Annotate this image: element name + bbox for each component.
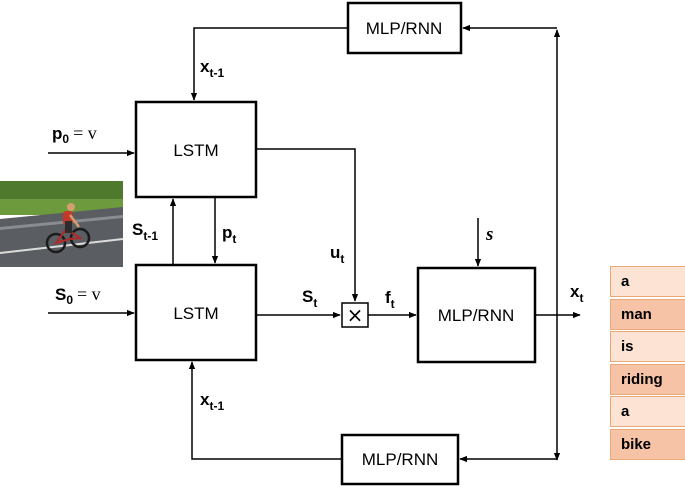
edge-top-mlp-to-lstm — [190, 27, 348, 101]
p0-label: p0= v — [52, 123, 97, 146]
caption-word: riding — [610, 363, 685, 395]
x-t-minus-1-bottom-label: xt-1 — [200, 390, 224, 413]
multiply-symbol: × — [347, 303, 364, 327]
top-mlp-label: MLP/RNN — [366, 19, 443, 38]
lstm-top-label: LSTM — [173, 141, 218, 160]
s-t-label: St — [302, 287, 317, 310]
u-t-label: ut — [330, 243, 344, 266]
caption-word: a — [610, 396, 685, 427]
caption-word: man — [610, 298, 685, 330]
f-t-label: ft — [385, 288, 395, 311]
lstm-bottom-box — [134, 263, 258, 362]
p-t-label: pt — [222, 223, 236, 246]
s-input-label: s — [485, 224, 493, 245]
caption-word: a — [610, 266, 685, 297]
cyclist-photo — [0, 181, 123, 267]
edge-u-t — [256, 148, 359, 302]
lstm-bottom-label: LSTM — [173, 304, 218, 323]
s0-label: S0= v — [55, 284, 101, 307]
bottom-mlp-label: MLP/RNN — [362, 450, 439, 469]
lstm-top-box — [134, 100, 258, 199]
caption-word: is — [610, 331, 685, 362]
x-t-label: xt — [570, 282, 583, 305]
x-t-minus-1-top-label: xt-1 — [200, 57, 224, 80]
caption-word: bike — [610, 428, 685, 460]
edge-bottom-mlp-to-lstm — [188, 361, 342, 460]
mid-mlp-label: MLP/RNN — [438, 306, 515, 325]
bottom-mlp-box — [340, 433, 460, 486]
s-t-minus-1-label: St-1 — [132, 220, 158, 243]
